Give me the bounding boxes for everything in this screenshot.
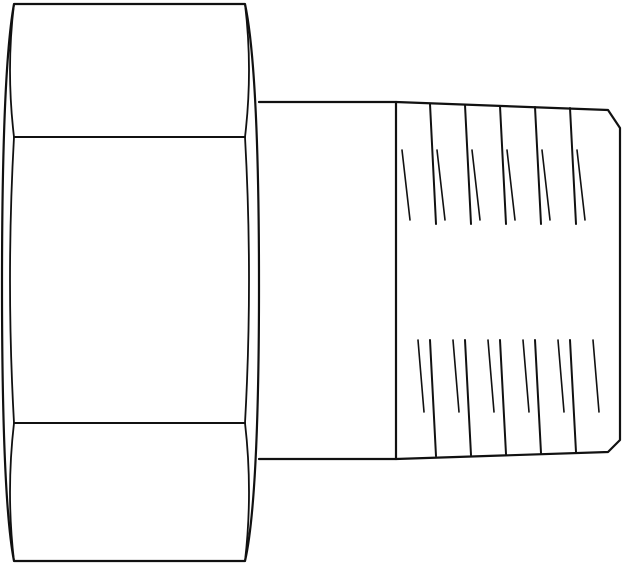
thread-root [487, 339, 495, 413]
lower-thread-roots [417, 339, 600, 413]
hex-lower-facet-curve-left [9, 422, 15, 562]
lower-threads [429, 339, 577, 457]
thread-root [576, 149, 586, 221]
thread-crest [499, 105, 507, 225]
thread-crest [499, 339, 507, 455]
thread-root [522, 339, 530, 413]
thread-root [541, 149, 551, 221]
hex-nut [0, 2, 261, 563]
thread-root [506, 149, 516, 221]
thread-crest [534, 106, 542, 225]
hex-upper-facet-curve-right [244, 3, 250, 138]
hex-mid-face-curve-left [9, 136, 15, 424]
thread-root [401, 149, 411, 221]
thread-crest [464, 104, 472, 225]
thread-root [557, 339, 565, 413]
thread-root [471, 149, 481, 221]
thread-crest [534, 339, 542, 454]
threaded-shank [257, 100, 622, 461]
thread-crest [429, 103, 437, 225]
thread-crest [569, 107, 577, 225]
thread-crest [429, 339, 437, 457]
hex-upper-facet-curve-left [9, 3, 15, 138]
shank-outline [257, 100, 398, 461]
hex-lower-facet-curve-right [244, 422, 250, 562]
hex-mid-face-curve-right [244, 136, 250, 424]
thread-root [592, 339, 600, 413]
upper-threads [429, 103, 577, 225]
thread-root [452, 339, 460, 413]
hex-outline [0, 2, 261, 563]
thread-root [436, 149, 446, 221]
thread-crest [569, 339, 577, 453]
thread-crest [464, 339, 472, 456]
thread-root [417, 339, 425, 413]
upper-thread-roots [401, 149, 586, 221]
thread-outline [394, 100, 622, 461]
